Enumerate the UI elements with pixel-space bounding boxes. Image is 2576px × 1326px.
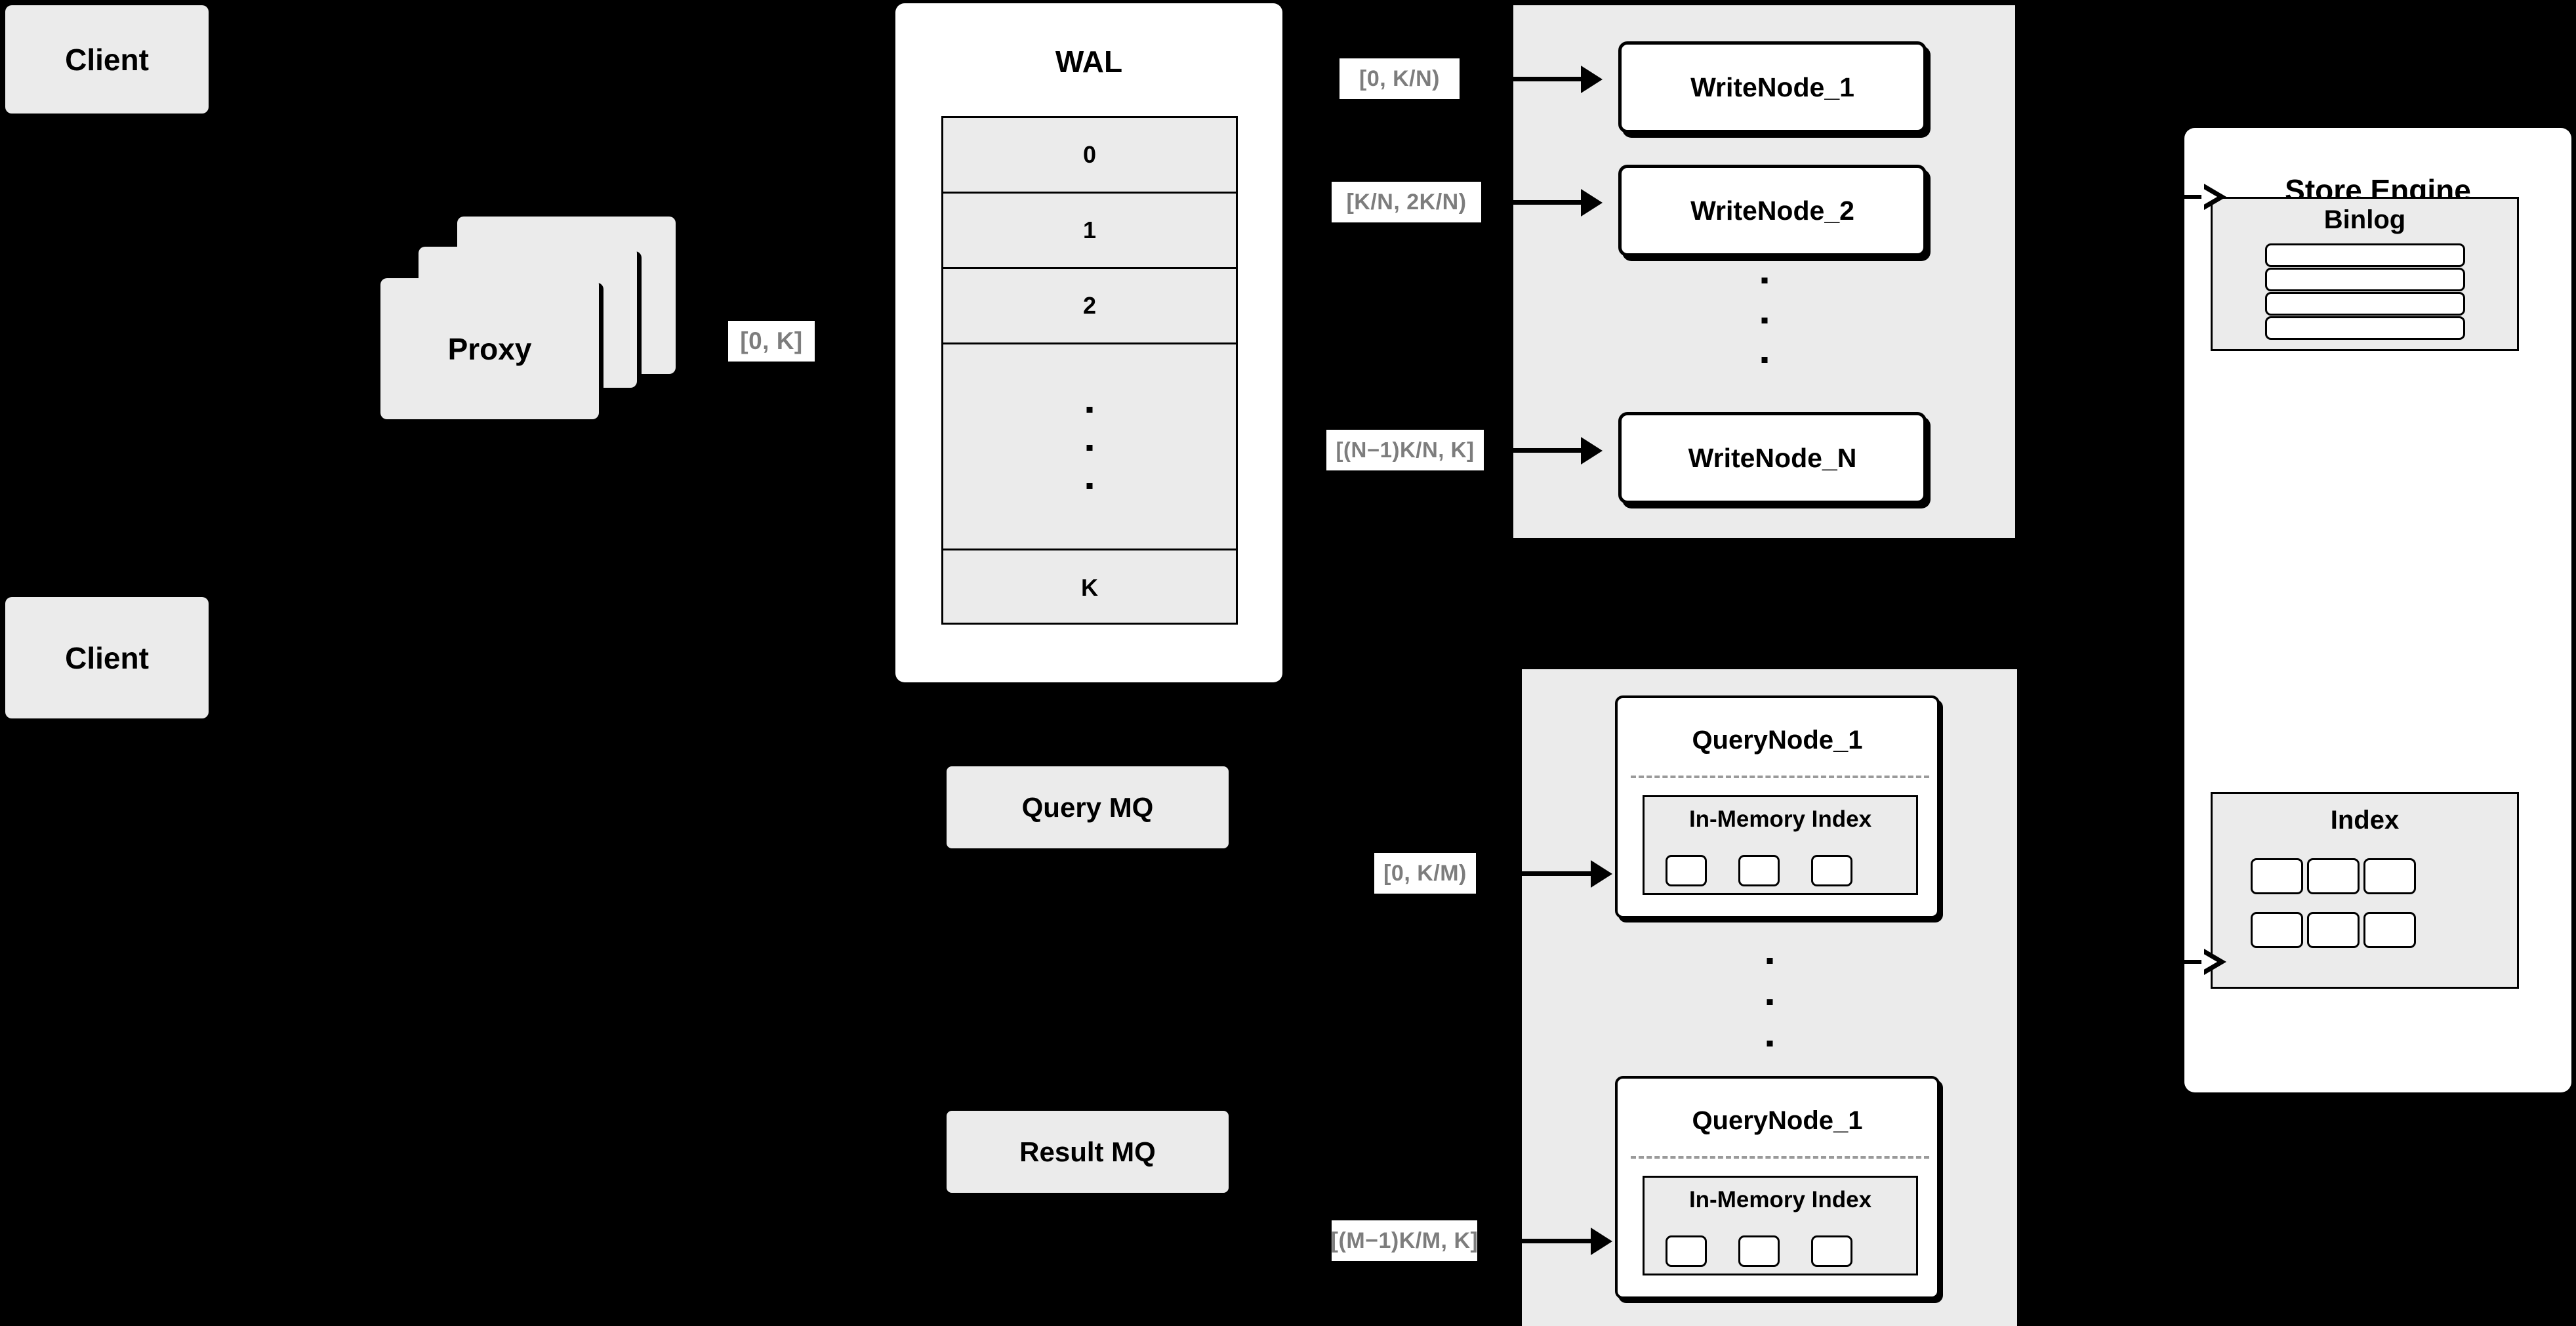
query-node-divider: [1631, 1156, 1929, 1159]
query-mq-label: Query MQ: [1021, 791, 1154, 823]
wal-row[interactable]: 2: [943, 269, 1236, 344]
wal-container: WAL 0 1 2 K: [895, 3, 1282, 682]
query-node-divider: [1631, 776, 1929, 778]
index-panel: Index: [2211, 792, 2519, 989]
proxy-stack[interactable]: Proxy: [380, 217, 689, 433]
binlog-row[interactable]: [2265, 292, 2465, 316]
arrow-line-to-index: [2170, 960, 2207, 964]
arrow-line-querynode-m: [1522, 1239, 1594, 1243]
index-cell[interactable]: [1738, 1235, 1780, 1267]
index-cell[interactable]: [2307, 912, 2360, 948]
proxy-sheet-front[interactable]: Proxy: [380, 278, 599, 419]
arrow-line-querynode-1: [1522, 871, 1594, 876]
arrow-line-to-binlog: [2170, 195, 2207, 199]
query-node-cluster: QueryNode_1 In-Memory Index QueryNode_1 …: [1522, 669, 2017, 1326]
index-title: Index: [2330, 806, 2400, 835]
proxy-label: Proxy: [447, 331, 532, 366]
result-mq-box[interactable]: Result MQ: [947, 1111, 1229, 1193]
arrow-head-to-binlog: [2201, 184, 2226, 210]
store-engine-container: Store Engine Binlog Index: [2184, 128, 2571, 1092]
index-cell[interactable]: [1666, 855, 1707, 886]
index-cell[interactable]: [1738, 855, 1780, 886]
wal-table: 0 1 2 K: [941, 116, 1238, 625]
wal-row-ellipsis: [943, 344, 1236, 550]
write-node-cluster: WriteNode_1 WriteNode_2 WriteNode_N: [1513, 5, 2015, 538]
arrow-head-writenode-1: [1581, 66, 1603, 93]
in-memory-index-panel: In-Memory Index: [1643, 1176, 1918, 1275]
index-cell[interactable]: [2251, 912, 2303, 948]
binlog-row[interactable]: [2265, 268, 2465, 291]
index-cell[interactable]: [2363, 912, 2416, 948]
arrow-head-querynode-1: [1591, 860, 1612, 888]
in-memory-index-title: In-Memory Index: [1688, 1187, 1872, 1212]
client-box-bottom[interactable]: Client: [5, 597, 209, 718]
index-cell[interactable]: [1666, 1235, 1707, 1267]
index-cell[interactable]: [2307, 858, 2360, 894]
write-node-1[interactable]: WriteNode_1: [1618, 41, 1927, 133]
wal-title: WAL: [1055, 45, 1123, 79]
vertical-ellipsis-icon: [1086, 407, 1093, 489]
index-cell[interactable]: [2251, 858, 2303, 894]
arrow-head-to-index: [2201, 949, 2226, 975]
edge-label-wal-to-writenode-n: [(N−1)K/N, K]: [1326, 430, 1484, 470]
arrow-line-writenode-2: [1481, 200, 1584, 205]
edge-label-proxy-to-wal: [0, K]: [728, 321, 815, 362]
edge-label-mq-to-querynode-m: [(M−1)K/M, K]: [1331, 1220, 1478, 1261]
query-node-title: QueryNode_1: [1692, 1106, 1863, 1135]
arrow-line-writenode-1: [1460, 77, 1584, 81]
binlog-title-label: Binlog: [2323, 205, 2406, 234]
arrow-head-writenode-n: [1581, 437, 1603, 465]
edge-label-mq-to-querynode-1: [0, K/M): [1374, 853, 1476, 894]
query-node-m[interactable]: QueryNode_1 In-Memory Index: [1615, 1076, 1940, 1299]
index-cell[interactable]: [1811, 1235, 1852, 1267]
edge-label-wal-to-writenode-1: [0, K/N): [1339, 58, 1460, 99]
binlog-panel-body: Binlog: [2211, 197, 2519, 351]
arrow-head-writenode-2: [1581, 189, 1603, 217]
arrow-head-querynode-m: [1591, 1228, 1612, 1255]
client-box-top[interactable]: Client: [5, 5, 209, 114]
write-node-2[interactable]: WriteNode_2: [1618, 165, 1927, 257]
wal-row[interactable]: K: [1081, 573, 1098, 601]
binlog-row[interactable]: [2265, 243, 2465, 267]
in-memory-index-title: In-Memory Index: [1688, 806, 1872, 832]
binlog-row[interactable]: [2265, 316, 2465, 340]
query-node-title: QueryNode_1: [1692, 726, 1863, 755]
wal-row[interactable]: 1: [943, 194, 1236, 269]
edge-label-wal-to-writenode-2: [K/N, 2K/N): [1332, 182, 1481, 222]
client-label: Client: [65, 42, 149, 77]
vertical-ellipsis-icon: [1767, 958, 1772, 1046]
result-mq-label: Result MQ: [1019, 1136, 1156, 1167]
index-cell[interactable]: [1811, 855, 1852, 886]
query-mq-box[interactable]: Query MQ: [947, 766, 1229, 848]
wal-row[interactable]: 0: [943, 118, 1236, 194]
vertical-ellipsis-icon: [1761, 278, 1767, 363]
arrow-line-writenode-n: [1484, 448, 1584, 453]
query-node-1[interactable]: QueryNode_1 In-Memory Index: [1615, 695, 1940, 919]
index-cell[interactable]: [2363, 858, 2416, 894]
client-label: Client: [65, 640, 149, 675]
write-node-n[interactable]: WriteNode_N: [1618, 412, 1927, 504]
in-memory-index-panel: In-Memory Index: [1643, 795, 1918, 895]
